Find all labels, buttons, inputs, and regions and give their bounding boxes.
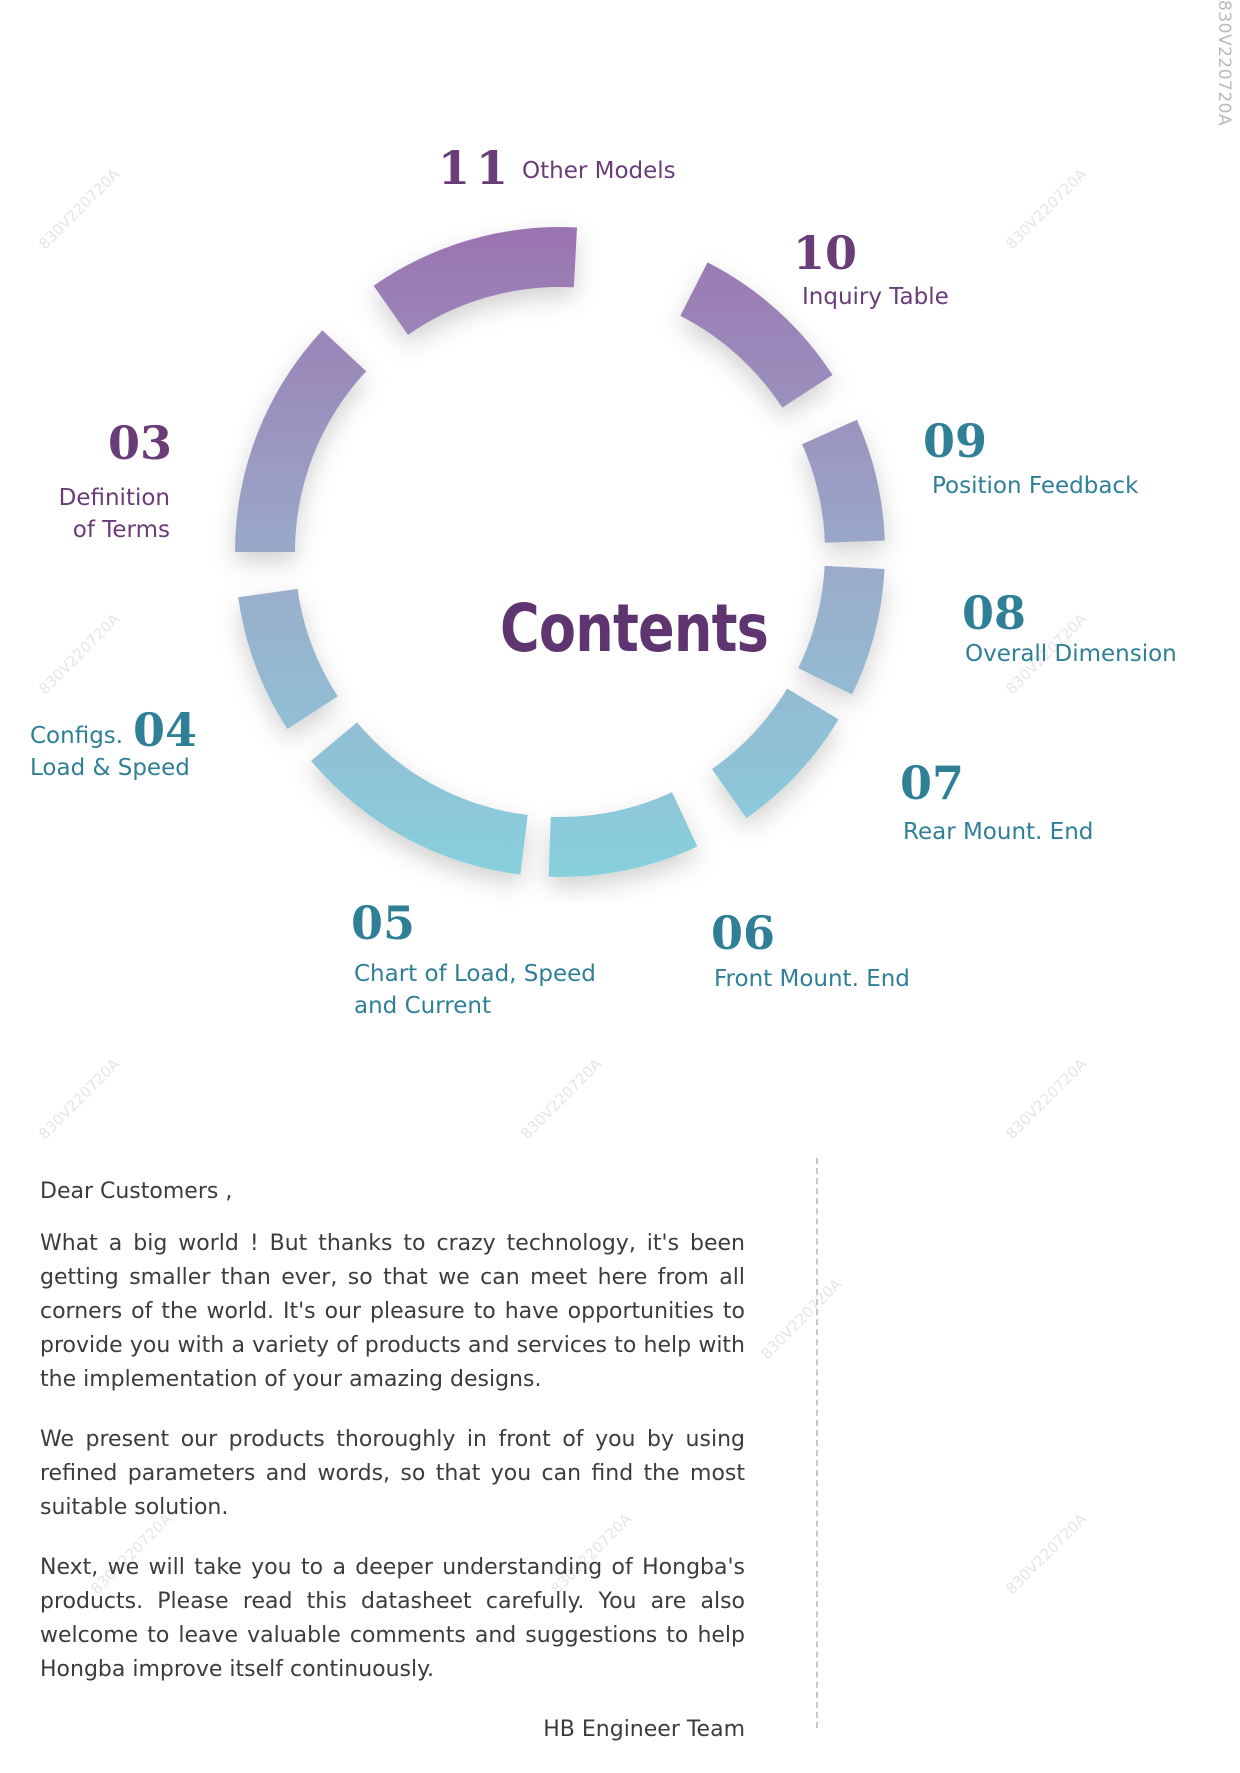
segment-06 — [548, 792, 698, 877]
toc-number-09: 09 — [923, 414, 988, 468]
toc-label-position-feedback[interactable]: Position Feedback — [932, 473, 1139, 499]
toc-number-06: 06 — [711, 906, 776, 960]
toc-number-07: 07 — [900, 756, 965, 810]
toc-number-10: 10 — [793, 226, 858, 280]
toc-number-05: 05 — [351, 896, 416, 950]
page-title: Contents — [500, 590, 769, 667]
toc-label-chart-of-load-speed-and-current[interactable]: Chart of Load, Speed and Current — [354, 958, 596, 1022]
toc-label-configs-load-speed[interactable]: Configs. Load & Speed — [30, 720, 190, 784]
toc-number-04: 04 — [133, 703, 198, 757]
toc-label-other-models[interactable]: Other Models — [522, 158, 676, 184]
toc-label-inquiry-table[interactable]: Inquiry Table — [802, 284, 949, 310]
toc-label-line: Definition — [58, 485, 170, 511]
toc-label-definition-of-terms[interactable]: Definition of Terms — [40, 482, 170, 546]
letter-signature: HB Engineer Team — [543, 1717, 745, 1742]
toc-number-08: 08 — [962, 586, 1027, 640]
watermark: 830V220720A — [1002, 1510, 1091, 1598]
segment-08 — [798, 565, 885, 695]
segment-09 — [802, 419, 885, 543]
letter-paragraph: Next, we will take you to a deeper under… — [40, 1555, 745, 1682]
dashed-divider — [816, 1158, 818, 1728]
toc-label-rear-mount-end[interactable]: Rear Mount. End — [903, 819, 1094, 845]
segment-10 — [680, 262, 833, 408]
toc-label-overall-dimension[interactable]: Overall Dimension — [965, 641, 1177, 667]
toc-number-11: 11 — [438, 141, 515, 195]
segment-11 — [373, 227, 578, 335]
segment-03 — [235, 330, 367, 552]
toc-label-line: Configs. — [30, 723, 124, 749]
letter-paragraph: What a big world ! But thanks to crazy t… — [40, 1231, 745, 1392]
toc-label-line: Load & Speed — [30, 755, 190, 781]
segment-05 — [311, 722, 528, 875]
contents-ring — [235, 227, 885, 877]
letter-to-customers: Dear Customers , What a big world ! But … — [40, 1175, 745, 1773]
toc-label-line: of Terms — [72, 517, 170, 543]
toc-label-front-mount-end[interactable]: Front Mount. End — [714, 966, 910, 992]
segment-07 — [711, 688, 839, 819]
letter-paragraph: We present our products thoroughly in fr… — [40, 1427, 745, 1520]
segment-04 — [238, 588, 338, 730]
toc-number-03: 03 — [108, 416, 173, 470]
letter-greeting: Dear Customers , — [40, 1179, 233, 1204]
document-code: 830V220720A — [1214, 0, 1234, 127]
watermark: 830V220720A — [757, 1275, 846, 1363]
toc-label-line: and Current — [354, 993, 491, 1019]
toc-label-line: Chart of Load, Speed — [354, 961, 596, 987]
